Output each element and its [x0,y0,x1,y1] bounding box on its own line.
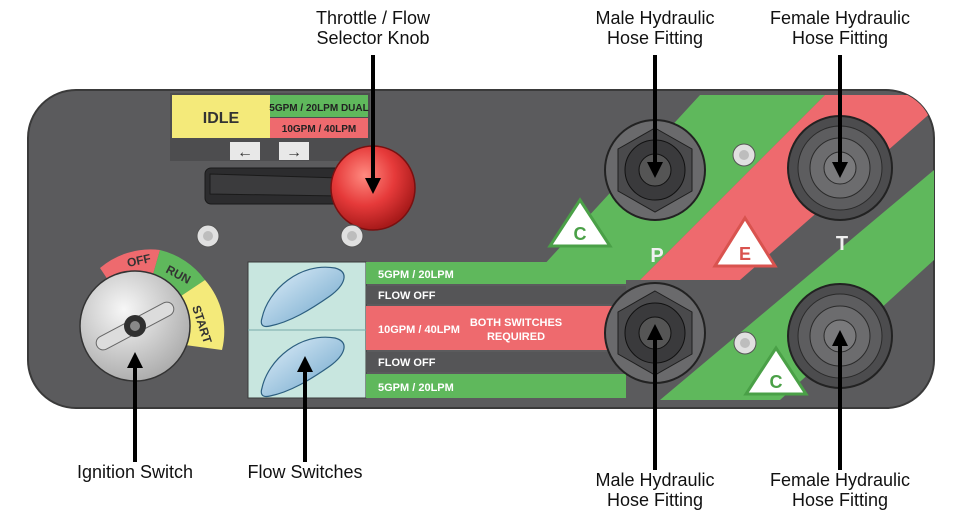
throttle-callout-line1: Throttle / Flow [315,8,431,28]
flow-switch-lever-upper[interactable] [260,266,345,328]
ignition-switch[interactable]: OFF RUN START [79,249,225,382]
female-bottom-callout-arrowhead [832,330,848,346]
flow-row-4 [366,352,626,372]
male-top-callout-label: Male Hydraulic Hose Fitting [575,8,735,48]
throttle-callout-line2: Selector Knob [316,28,430,48]
female-top-callout-label: Female Hydraulic Hose Fitting [755,8,925,48]
idle-label: IDLE [203,110,240,127]
circuit-c-badge-upper: C [547,197,613,248]
female-top-callout-line1: Female Hydraulic [769,8,911,28]
flow-switch-panel: 5GPM / 20LPM FLOW OFF 10GPM / 40LPM BOTH… [247,261,626,399]
red-flow-label-bg [270,118,368,138]
throttle-label-box: IDLE 5GPM / 20LPM DUAL 10GPM / 40LPM ← → [170,93,370,161]
flow-row-2 [366,286,626,304]
male-bottom-callout-line1: Male Hydraulic [595,470,715,490]
flow-row-5-label: 5GPM / 20LPM [378,382,454,394]
male-bottom-callout-line2: Hose Fitting [606,490,704,510]
left-arrow-bg [230,142,260,160]
circuit-e-badge: E [712,215,778,268]
right-arrow-icon: → [286,144,302,161]
throttle-lever [209,173,341,197]
hex-bolt-icon [739,150,749,160]
female-bottom-callout-label: Female Hydraulic Hose Fitting [755,470,925,510]
keyhole-icon [130,321,140,331]
ignition-callout-label: Ignition Switch [55,462,215,482]
throttle-callout-arrowhead [365,178,381,194]
circuit-c-badge-lower: C [743,345,809,396]
flow-switches-callout-text: Flow Switches [247,462,363,482]
throttle-callout-label: Throttle / Flow Selector Knob [293,8,453,48]
ignition-off-label: OFF [126,251,152,270]
male-top-callout-line2: Hose Fitting [606,28,704,48]
red-flow-label: 10GPM / 40LPM [282,124,356,135]
flow-row-4-label: FLOW OFF [378,357,436,369]
bolts [196,143,757,355]
ignition-start-zone [175,280,225,350]
hex-bolt-icon [347,231,357,241]
flow-row-3-note-line2: REQUIRED [487,331,545,343]
circuit-c-label: C [574,224,587,244]
female-bottom-callout-line1: Female Hydraulic [769,470,911,490]
right-arrow-bg [279,142,309,160]
idle-label-bg [172,95,270,138]
female-top-callout-arrowhead [832,162,848,178]
flow-row-3-note-line1: BOTH SWITCHES [470,317,562,329]
circuit-c-label: C [770,372,783,392]
flow-row-3-label: 10GPM / 40LPM [378,324,460,336]
female-top-callout-line2: Hose Fitting [791,28,889,48]
male-top-callout-arrowhead [647,162,663,178]
male-bottom-callout-arrowhead [647,324,663,340]
flow-row-5 [366,374,626,398]
hex-bolt-icon [740,338,750,348]
ignition-callout-arrowhead [127,352,143,368]
left-arrow-icon: ← [237,144,253,161]
ignition-callout-text: Ignition Switch [76,462,194,482]
flow-callout-arrowhead [297,356,313,372]
flow-row-3 [366,306,626,350]
flow-switches-callout-label: Flow Switches [235,462,375,482]
flow-row-1-label: 5GPM / 20LPM [378,269,454,281]
port-t-label: T [836,233,848,255]
green-band-lower [660,170,934,400]
female-bottom-callout-line2: Hose Fitting [791,490,889,510]
green-flow-label: 5GPM / 20LPM DUAL [269,103,368,114]
hex-bolt-icon [203,231,213,241]
flow-row-2-label: FLOW OFF [378,290,436,302]
male-bottom-callout-label: Male Hydraulic Hose Fitting [575,470,735,510]
green-flow-label-bg [270,95,368,117]
port-p-label: P [650,245,663,267]
female-fitting-top[interactable] [787,115,893,221]
circuit-e-label: E [739,244,751,264]
callout-arrows [127,55,848,470]
male-top-callout-line1: Male Hydraulic [595,8,715,28]
flow-row-1 [366,262,626,284]
